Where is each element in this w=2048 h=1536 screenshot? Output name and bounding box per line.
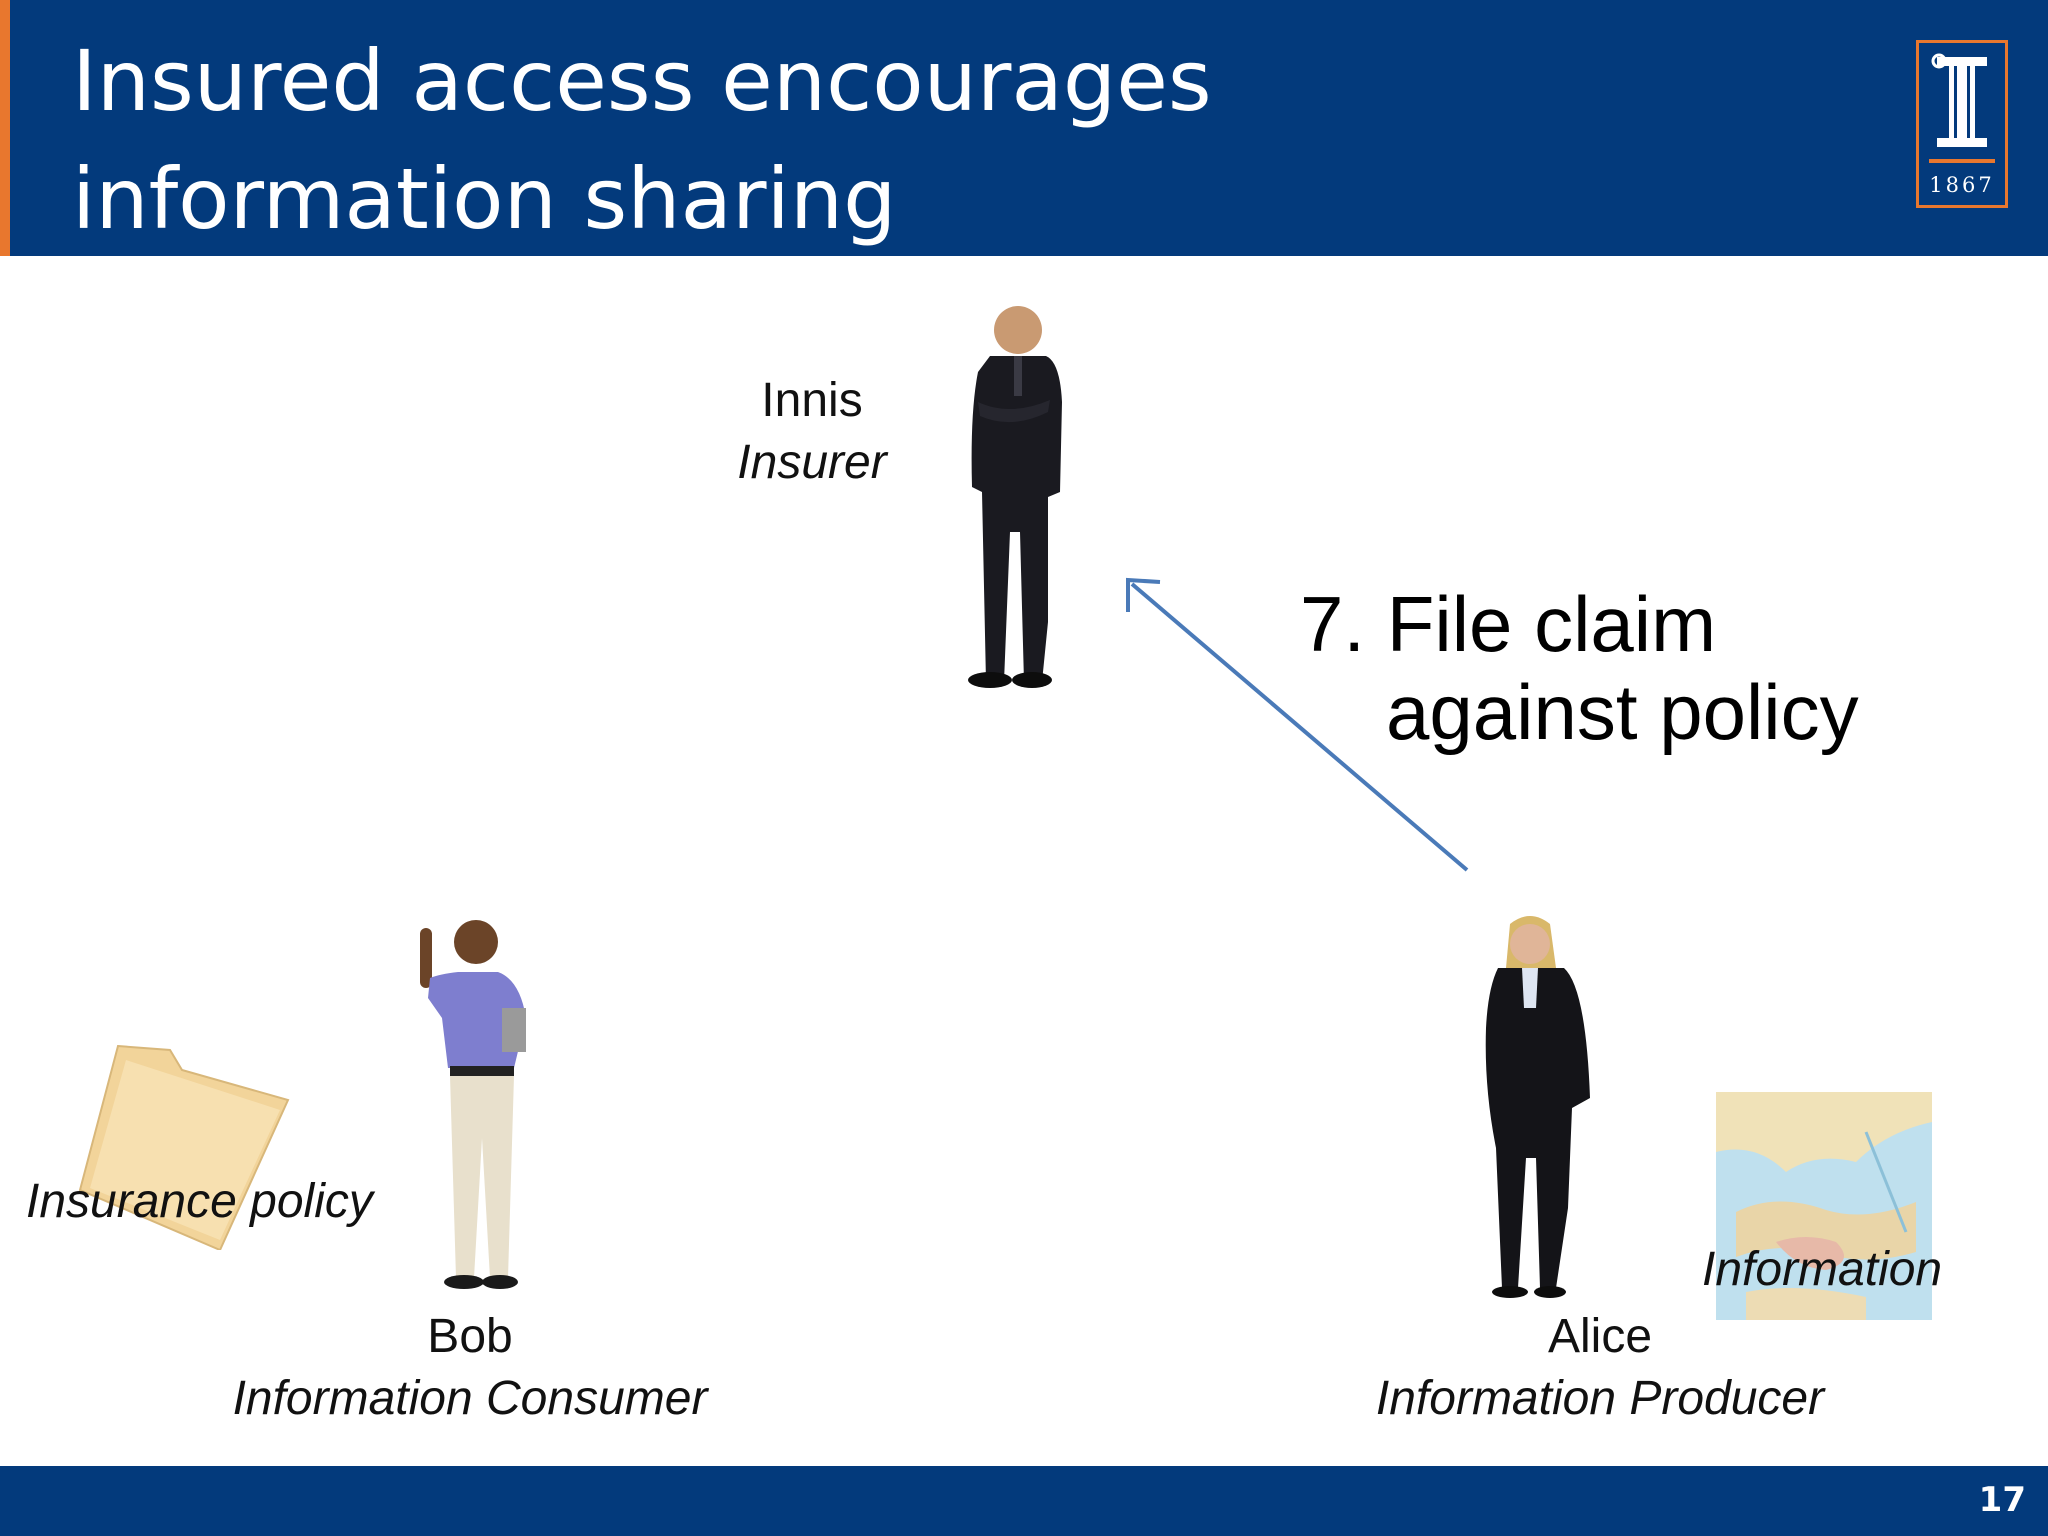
alice-name: Alice — [1547, 1310, 1653, 1363]
bob-label: Bob Information Consumer — [200, 1306, 740, 1430]
slide-title: Insured access encourages information sh… — [72, 22, 1772, 256]
bob-name: Bob — [427, 1310, 513, 1363]
step-line-2: against policy — [1386, 668, 1859, 756]
alice-label: Alice Information Producer — [1330, 1306, 1870, 1430]
innis-label: Innis Insurer — [712, 370, 912, 494]
folder-icon — [78, 1044, 290, 1250]
header-accent-bar — [0, 0, 10, 256]
step-text: 7. File claim against policy — [1300, 580, 1859, 756]
page-number: 17 — [1978, 1480, 2026, 1520]
slide-footer: 17 — [0, 1466, 2048, 1536]
slide-title-line-2: information sharing — [72, 150, 897, 248]
insurance-policy-label: Insurance policy — [26, 1175, 373, 1228]
alice-role: Information Producer — [1375, 1372, 1825, 1425]
innis-role: Insurer — [737, 436, 887, 489]
university-logo: 1867 — [1916, 40, 2008, 208]
step-line-1: 7. File claim — [1300, 580, 1717, 668]
producer-person-figure — [1485, 916, 1590, 1298]
university-column-icon — [1929, 53, 1995, 163]
slide-header: Insured access encourages information sh… — [0, 0, 2048, 256]
insurer-person-figure — [968, 306, 1062, 688]
information-label: Information — [1702, 1243, 1943, 1296]
innis-name: Innis — [761, 374, 863, 427]
slide-title-line-1: Insured access encourages — [72, 32, 1212, 130]
logo-year: 1867 — [1929, 173, 1995, 197]
map-icon — [1716, 1092, 1932, 1320]
claim-arrow — [1126, 577, 1469, 872]
bob-role: Information Consumer — [232, 1372, 708, 1425]
consumer-person-figure — [420, 920, 526, 1289]
